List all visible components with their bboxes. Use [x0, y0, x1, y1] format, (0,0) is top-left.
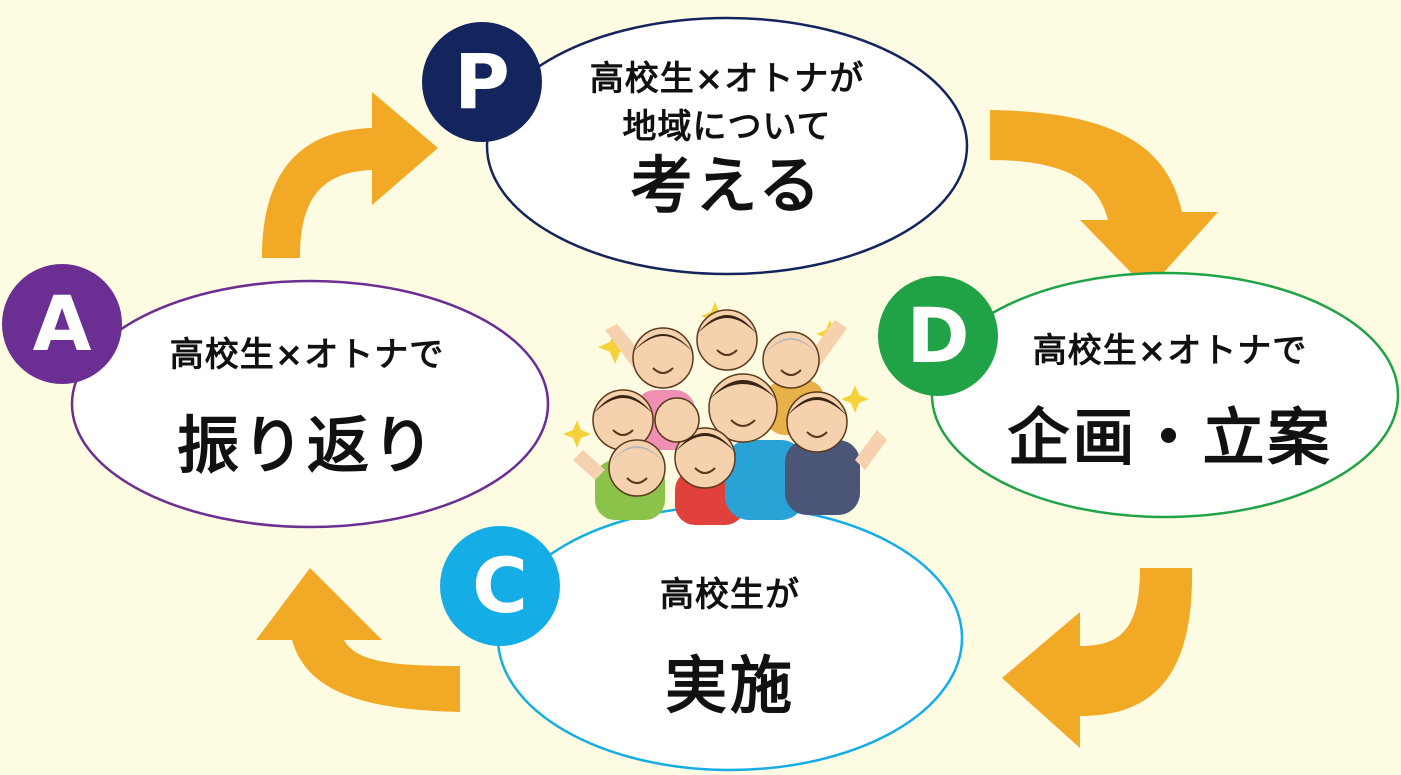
act-subtitle: 高校生×オトナで: [169, 335, 445, 375]
act-main-label: 振り返り: [176, 409, 437, 482]
plan-badge-icon: P: [422, 22, 542, 142]
check-badge-icon: C: [440, 526, 560, 646]
svg-text:C: C: [472, 541, 528, 630]
do-subtitle: 高校生×オトナで: [1032, 331, 1308, 371]
arrow-act-to-plan-icon: [262, 92, 438, 258]
do-text-block: 高校生×オトナで 企画・立案: [985, 330, 1355, 474]
arrow-do-to-check-icon: [1002, 568, 1193, 748]
svg-text:P: P: [454, 37, 510, 126]
arrow-check-to-act-icon: [256, 568, 460, 712]
plan-subtitle-line1: 高校生×オトナが: [589, 59, 865, 99]
plan-text-block: 高校生×オトナが 地域について 考える: [527, 58, 927, 222]
act-badge-icon: A: [2, 264, 122, 384]
check-main-label: 実施: [664, 649, 795, 722]
plan-main-label: 考える: [630, 149, 824, 222]
act-text-block: 高校生×オトナで 振り返り: [132, 334, 482, 482]
check-subtitle: 高校生が: [660, 575, 800, 615]
group-of-people-cheering-icon: [563, 302, 887, 525]
check-text-block: 高校生が 実施: [560, 574, 900, 722]
arrow-plan-to-do-icon: [990, 110, 1218, 290]
cycle-arrows: [256, 92, 1218, 748]
do-main-label: 企画・立案: [1007, 401, 1333, 474]
act-ellipse: [70, 279, 550, 529]
do-badge-icon: D: [878, 276, 998, 396]
svg-text:A: A: [33, 279, 92, 368]
plan-subtitle-line2: 地域について: [622, 107, 832, 147]
svg-text:D: D: [906, 291, 969, 380]
plan-ellipse: [485, 16, 969, 276]
